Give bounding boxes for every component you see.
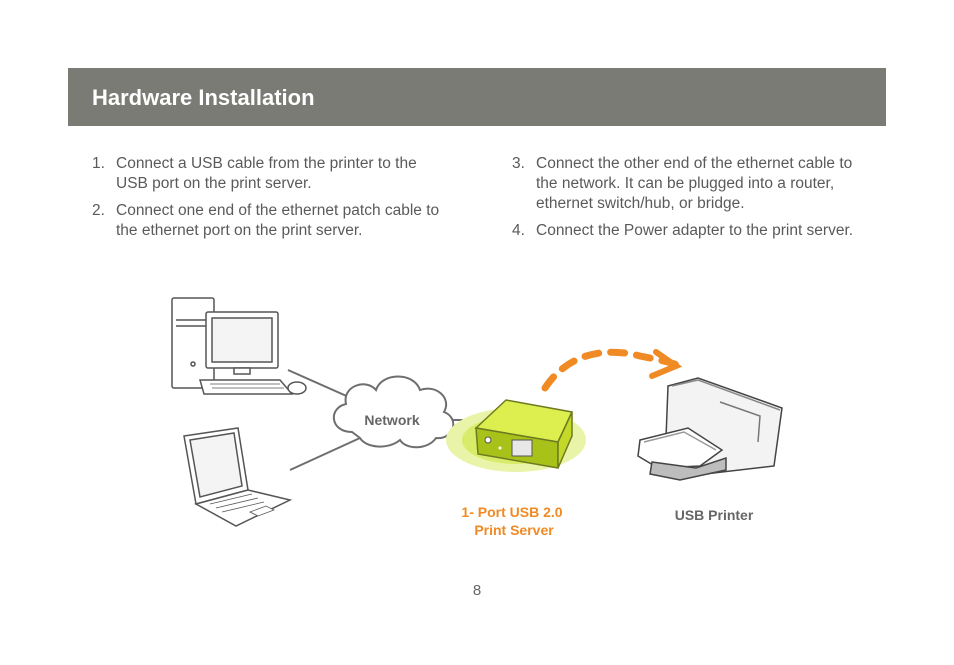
- desktop-computer-icon: [171, 297, 307, 395]
- step-number: 3.: [512, 155, 525, 172]
- cloud-icon: Network: [332, 375, 455, 449]
- step-text: Connect a USB cable from the printer to …: [116, 155, 417, 192]
- step-number: 1.: [92, 155, 105, 172]
- step-item: 1. Connect a USB cable from the printer …: [92, 154, 452, 194]
- page-number: 8: [472, 582, 482, 599]
- step-text: Connect the Power adapter to the print s…: [536, 222, 854, 239]
- step-text: Connect one end of the ethernet patch ca…: [116, 202, 440, 239]
- steps-list-left: 1. Connect a USB cable from the printer …: [92, 154, 452, 248]
- printer-label: USB Printer: [675, 507, 754, 523]
- printer-icon: [637, 377, 783, 481]
- diagram-svg: Network 1- Port USB 2.0: [171, 297, 783, 538]
- page-title: Hardware Installation: [92, 85, 315, 110]
- step-item: 3. Connect the other end of the ethernet…: [512, 154, 872, 214]
- print-server-label-line1: 1- Port USB 2.0: [461, 504, 562, 520]
- step-item: 4. Connect the Power adapter to the prin…: [512, 221, 872, 241]
- laptop-cable: [289, 437, 361, 471]
- usb-connection-arrow: [541, 348, 684, 392]
- print-server-icon: [446, 399, 586, 472]
- steps-list-right: 3. Connect the other end of the ethernet…: [512, 154, 872, 248]
- network-label: Network: [364, 412, 419, 428]
- print-server-label-line2: Print Server: [474, 522, 554, 538]
- step-number: 4.: [512, 222, 525, 239]
- installation-diagram: Network 1- Port USB 2.0: [160, 290, 800, 550]
- step-number: 2.: [92, 202, 105, 219]
- step-item: 2. Connect one end of the ethernet patch…: [92, 201, 452, 241]
- step-text: Connect the other end of the ethernet ca…: [536, 155, 853, 212]
- laptop-icon: [183, 427, 293, 527]
- header-band: Hardware Installation: [68, 68, 886, 126]
